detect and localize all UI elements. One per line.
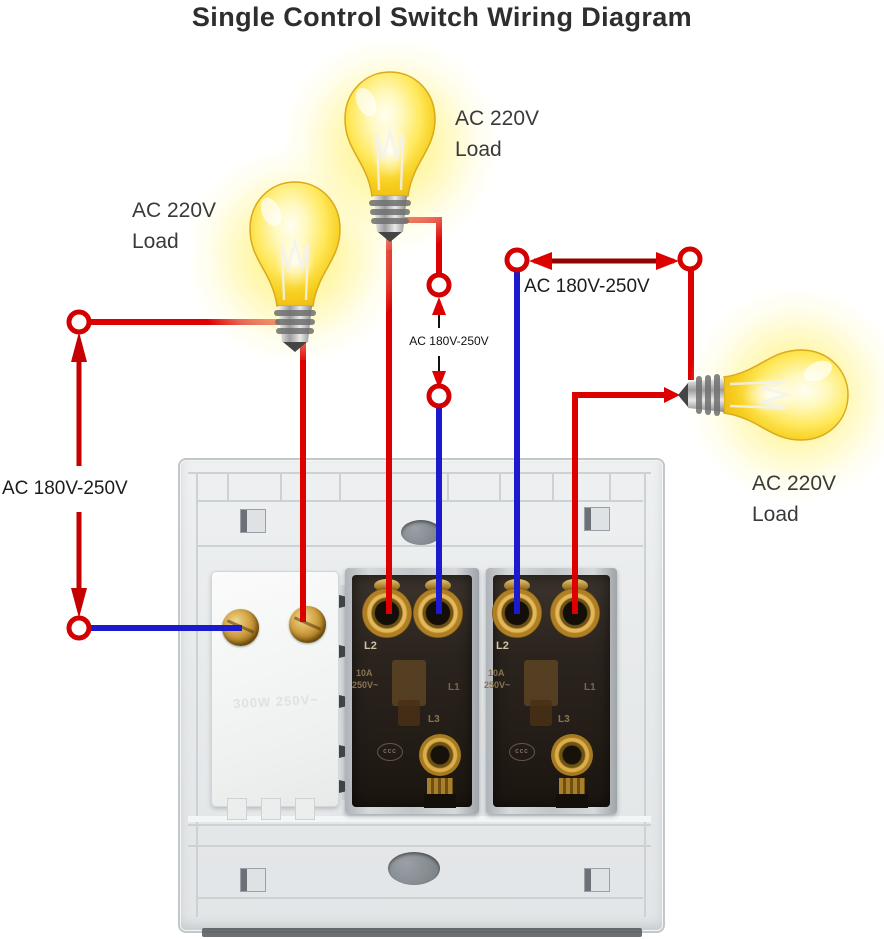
clip-icon: [339, 595, 350, 608]
diagram-title: Single Control Switch Wiring Diagram: [191, 2, 693, 32]
switch-marking-l2: L2: [364, 640, 377, 652]
switch-bottom-contact: [427, 778, 453, 794]
switch-bottom-contact: [559, 778, 585, 794]
load-word: Load: [132, 230, 179, 253]
module-tab: [295, 798, 315, 820]
load-voltage: AC 220V: [455, 107, 540, 130]
switch-bottom-base: [556, 794, 588, 808]
plate-rib: [227, 472, 229, 500]
switch-marking-rating: 10A: [356, 668, 373, 678]
module-screw-terminal: [289, 606, 326, 643]
load-voltage: AC 220V: [132, 199, 217, 222]
module-tab: [261, 798, 281, 820]
plate-seam: [644, 472, 646, 917]
switch2-terminal-left: [492, 588, 542, 638]
load-label-left: AC 220V Load: [132, 195, 216, 257]
plate-seam: [188, 472, 651, 474]
clip-icon: [339, 745, 350, 758]
blank-module: 300W 250V~: [211, 571, 339, 820]
plate-rib: [609, 472, 611, 500]
voltage-label-left: AC 180V-250V: [2, 478, 128, 499]
light-bulb-top-icon: [343, 70, 437, 242]
switch-contact: [524, 660, 558, 706]
module-marking: 300W 250V~: [232, 691, 320, 712]
plate-shadow: [202, 928, 642, 937]
plate-seam: [196, 545, 643, 547]
switch1-terminal-bottom: [419, 734, 461, 776]
switch-contact: [530, 700, 552, 726]
voltage-label-right: AC 180V-250V: [524, 276, 650, 297]
load-label-top: AC 220V Load: [455, 103, 539, 165]
switch-marking-l2: L2: [496, 640, 509, 652]
plate-rib: [552, 472, 554, 500]
light-bulb-left-icon: [248, 180, 342, 352]
switch-marking-rating: 250V~: [484, 680, 511, 690]
mount-hole-top: [401, 520, 441, 545]
clip-hole: [584, 868, 610, 892]
clip-icon: [339, 780, 350, 793]
switch1-terminal-right: [413, 588, 463, 638]
light-bulb-right-icon: [678, 348, 850, 442]
switch-marking-l1: L1: [584, 682, 596, 693]
clip-icon: [339, 695, 350, 708]
voltage-span-arrow-left: [71, 332, 87, 618]
plate-rib: [280, 472, 282, 500]
switch1-terminal-left: [362, 588, 412, 638]
voltage-span-arrow-right: [529, 252, 679, 270]
switch-contact: [398, 700, 420, 726]
load-label-right: AC 220V Load: [752, 468, 836, 530]
ccc-cert-icon: ccc: [509, 743, 535, 761]
switch2-terminal-right: [550, 588, 600, 638]
module-screw-terminal: [222, 609, 259, 646]
clip-hole: [240, 868, 266, 892]
load-word: Load: [752, 503, 799, 526]
plate-rib: [447, 472, 449, 500]
switch-bottom-base: [424, 794, 456, 808]
mount-hole-bottom: [388, 852, 440, 885]
switch-marking-l1: L1: [448, 682, 460, 693]
switch-marking-l3: L3: [428, 714, 440, 725]
clip-icon: [339, 645, 350, 658]
plate-seam: [196, 472, 198, 917]
plate-rib: [499, 472, 501, 500]
load-voltage: AC 220V: [752, 472, 837, 495]
module-tab: [227, 798, 247, 820]
plate-rib: [339, 472, 341, 500]
plate-seam: [196, 897, 643, 899]
switch-marking-l3: L3: [558, 714, 570, 725]
switch-marking-rating: 250V~: [352, 680, 379, 690]
clip-hole: [584, 507, 610, 531]
plate-shelf: [188, 816, 651, 822]
plate-seam: [196, 500, 643, 502]
ccc-cert-icon: ccc: [377, 743, 403, 761]
switch2-terminal-bottom: [551, 734, 593, 776]
switch-contact: [392, 660, 426, 706]
plate-seam: [188, 845, 651, 847]
clip-hole: [240, 509, 266, 533]
load-word: Load: [455, 138, 502, 161]
plate-seam: [188, 824, 651, 826]
voltage-label-middle: AC 180V-250V: [409, 334, 489, 348]
switch-marking-rating: 10A: [488, 668, 505, 678]
